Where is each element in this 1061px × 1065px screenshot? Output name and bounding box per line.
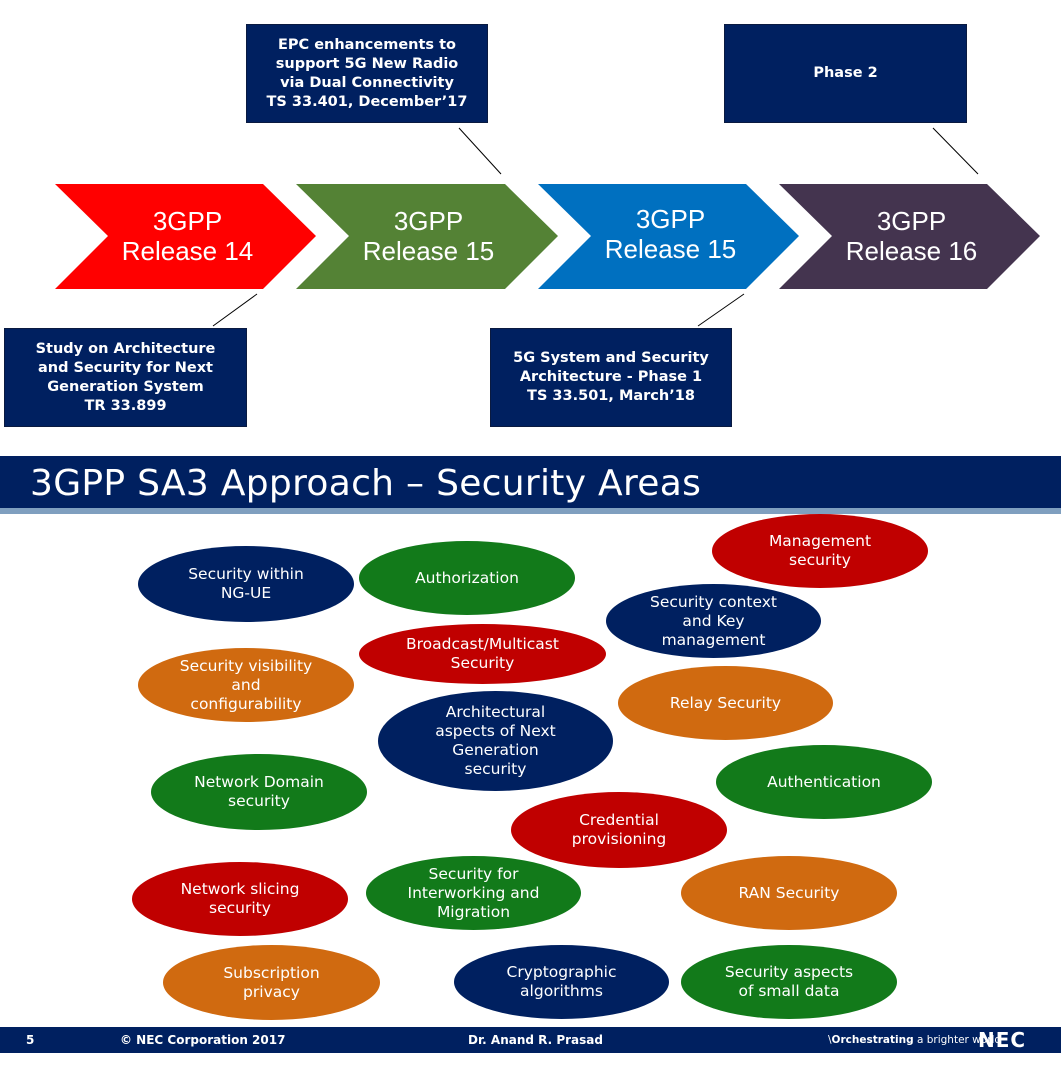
chevron-label-release-14: 3GPP Release 14 — [121, 206, 254, 266]
chevron-release-15-a — [296, 184, 558, 289]
chevron-label-release-16: 3GPP Release 16 — [845, 206, 978, 266]
tagline-slash: \ — [828, 1034, 832, 1046]
area-network-slicing-security: Network slicing security — [132, 862, 348, 936]
chevron-label-release-15-a: 3GPP Release 15 — [362, 206, 495, 266]
area-network-domain-security: Network Domain security — [151, 754, 367, 830]
connector-line-study — [212, 293, 258, 327]
area-architectural-aspects: Architectural aspects of Next Generation… — [378, 691, 613, 791]
footer-bar: 5 © NEC Corporation 2017 Dr. Anand R. Pr… — [0, 1027, 1061, 1053]
nec-logo: NEC — [978, 1028, 1027, 1052]
area-broadcast-multicast-security: Broadcast/Multicast Security — [359, 624, 606, 684]
copyright: © NEC Corporation 2017 — [120, 1033, 286, 1047]
callout-study-architecture: Study on Architecture and Security for N… — [4, 328, 247, 427]
area-security-visibility: Security visibility and configurability — [138, 648, 354, 722]
section-title: 3GPP SA3 Approach – Security Areas — [30, 463, 702, 504]
area-management-security: Management security — [712, 514, 928, 588]
callout-phase-2: Phase 2 — [724, 24, 967, 123]
connector-line-5gs — [697, 293, 745, 327]
area-authorization: Authorization — [359, 541, 575, 615]
area-security-context-key-management: Security context and Key management — [606, 584, 821, 658]
chevron-release-15-b — [538, 184, 799, 289]
chevron-label-release-15-b: 3GPP Release 15 — [604, 204, 737, 264]
release-timeline — [55, 127, 1040, 327]
area-subscription-privacy: Subscription privacy — [163, 945, 380, 1020]
connector-line-phase2 — [932, 127, 979, 175]
tagline: \Orchestrating a brighter world — [828, 1027, 1001, 1053]
area-credential-provisioning: Credential provisioning — [511, 792, 727, 868]
area-interworking-migration: Security for Interworking and Migration — [366, 856, 581, 930]
section-title-bar — [0, 456, 1061, 508]
callout-5g-system-security: 5G System and Security Architecture - Ph… — [490, 328, 732, 427]
area-authentication: Authentication — [716, 745, 932, 819]
area-ran-security: RAN Security — [681, 856, 897, 930]
author: Dr. Anand R. Prasad — [468, 1033, 603, 1047]
area-small-data-security: Security aspects of small data — [681, 945, 897, 1019]
chevron-release-14 — [55, 184, 316, 289]
section-title-underline — [0, 508, 1061, 514]
callout-epc-enhancements: EPC enhancements to support 5G New Radio… — [246, 24, 488, 123]
area-security-within-ng-ue: Security within NG-UE — [138, 546, 354, 622]
tagline-bold: Orchestrating — [831, 1034, 914, 1046]
page-number: 5 — [26, 1033, 35, 1047]
area-cryptographic-algorithms: Cryptographic algorithms — [454, 945, 669, 1019]
connector-line-epc — [458, 127, 502, 175]
tagline-rest: a brighter world — [913, 1034, 1002, 1046]
chevron-release-16 — [779, 184, 1040, 289]
area-relay-security: Relay Security — [618, 666, 833, 740]
